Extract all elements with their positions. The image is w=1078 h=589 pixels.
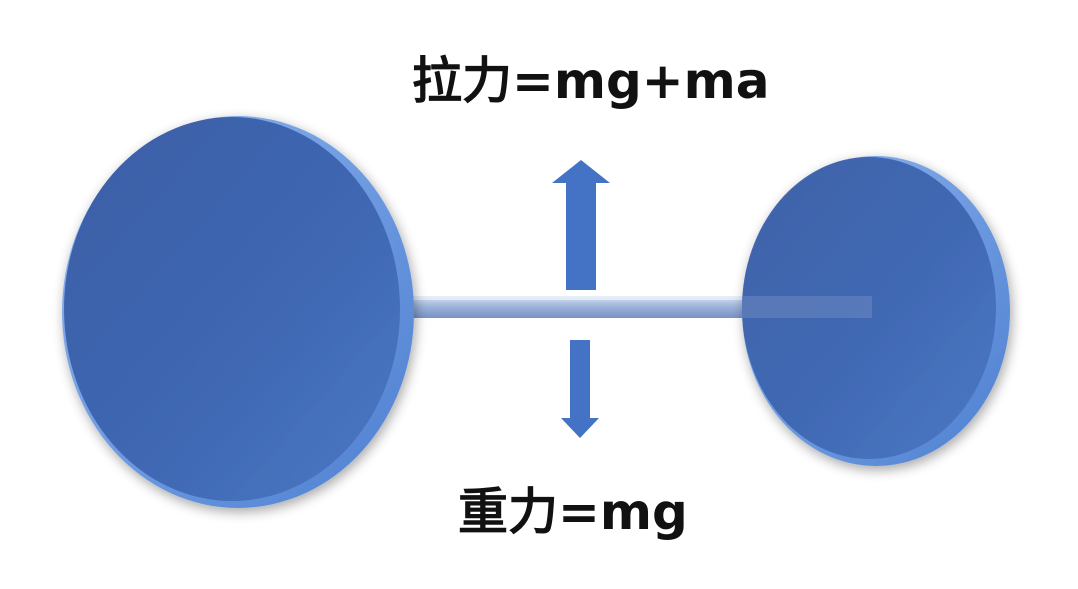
tension-label: 拉力=mg+ma — [412, 52, 770, 110]
up-arrow-icon — [552, 160, 610, 290]
left-disc — [62, 116, 414, 508]
gravity-label: 重力=mg — [458, 483, 688, 541]
rod-overlap — [742, 296, 872, 318]
down-arrow-icon — [561, 340, 599, 438]
